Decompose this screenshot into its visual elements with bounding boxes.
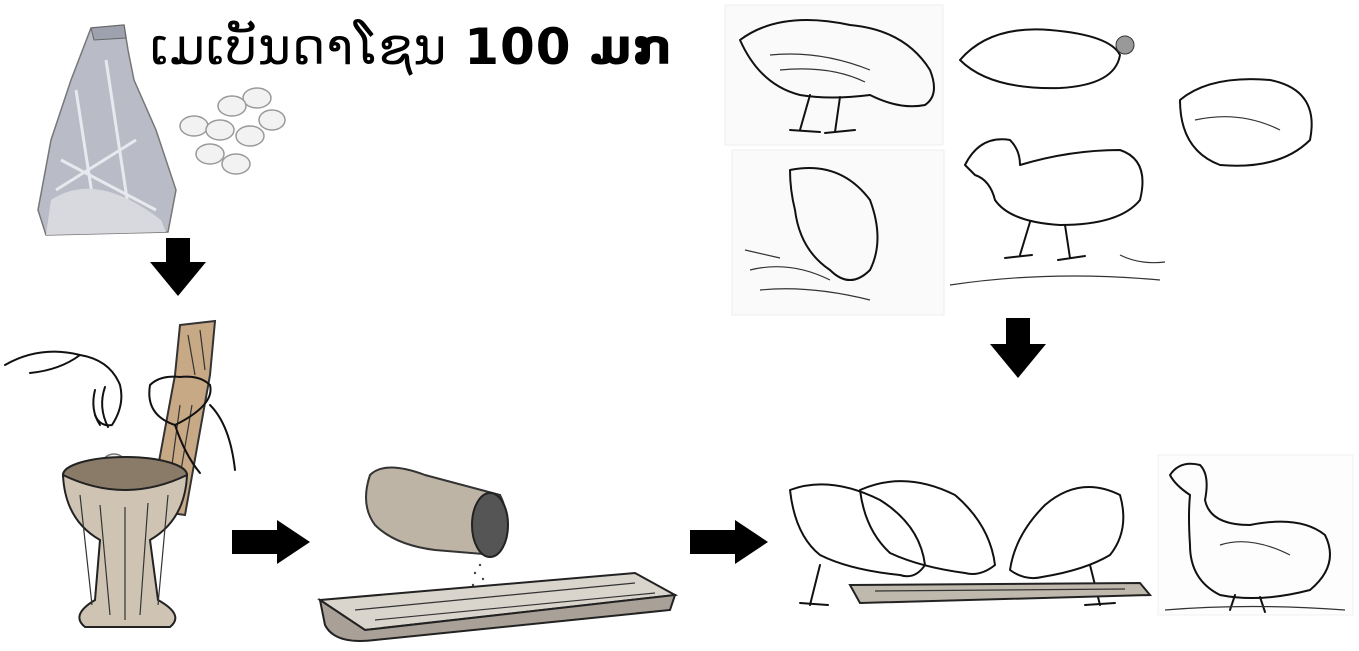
mortar-and-pestle-illustration bbox=[0, 315, 250, 635]
right-arrow-icon bbox=[232, 520, 312, 564]
birds-eating-illustration bbox=[780, 455, 1355, 615]
down-arrow-icon bbox=[988, 318, 1048, 380]
sick-birds-illustration bbox=[720, 0, 1359, 320]
title-dose: 100 ມກ bbox=[464, 18, 673, 76]
pouring-into-trough-illustration bbox=[315, 455, 680, 650]
right-arrow-icon bbox=[690, 520, 770, 564]
down-arrow-icon bbox=[148, 238, 208, 298]
page-title: ເມເບັນດາໂຊນ 100 ມກ bbox=[150, 18, 673, 76]
title-drug-name: ເມເບັນດາໂຊນ bbox=[150, 18, 447, 76]
medicine-bag-illustration bbox=[36, 20, 186, 240]
pills-illustration bbox=[172, 84, 297, 184]
